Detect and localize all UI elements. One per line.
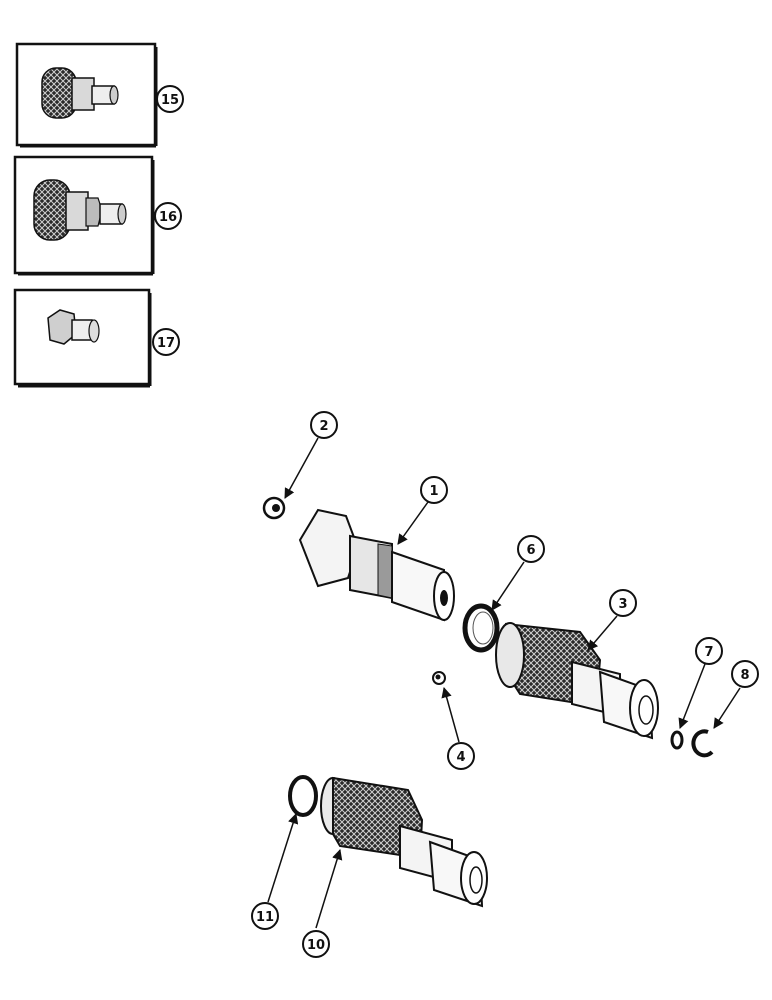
plug-nipple-part xyxy=(298,508,455,622)
ball-part xyxy=(432,671,446,685)
coupler-plug-image xyxy=(47,309,100,345)
coupler-body-part xyxy=(495,622,659,740)
callout-17: 17 xyxy=(152,328,180,356)
callout-1: 1 xyxy=(420,476,448,504)
callout-10: 10 xyxy=(302,930,330,958)
callout-8: 8 xyxy=(731,660,759,688)
o-ring-small-part xyxy=(670,730,684,750)
leader-lines xyxy=(267,437,741,929)
callout-2: 2 xyxy=(310,411,338,439)
inset-box-15 xyxy=(15,42,158,148)
leader-line-3 xyxy=(587,615,618,651)
callout-11-label: 11 xyxy=(256,910,274,925)
leader-line-11 xyxy=(267,812,299,903)
callout-3: 3 xyxy=(609,589,637,617)
callout-17-label: 17 xyxy=(157,336,175,351)
callout-1-label: 1 xyxy=(429,484,438,499)
callout-6: 6 xyxy=(517,535,545,563)
leader-line-8 xyxy=(713,687,741,729)
callout-7-label: 7 xyxy=(704,645,713,660)
callout-16: 16 xyxy=(154,202,182,230)
leader-line-6 xyxy=(491,561,525,611)
snap-ring-part xyxy=(691,729,714,758)
coupler-body-part xyxy=(320,776,488,908)
callout-16-label: 16 xyxy=(159,210,177,225)
leader-line-1 xyxy=(397,501,429,545)
callout-4-label: 4 xyxy=(456,750,465,765)
retaining-ring-part xyxy=(262,496,286,520)
callout-6-label: 6 xyxy=(526,543,535,558)
inset-box-16 xyxy=(13,155,155,276)
o-ring-part xyxy=(288,775,318,817)
coupler-plug-assembly-image xyxy=(33,179,127,241)
inset-box-17 xyxy=(13,288,152,388)
leader-line-2 xyxy=(284,437,319,499)
callout-15-label: 15 xyxy=(161,93,179,108)
o-ring-part xyxy=(462,603,500,653)
callout-2-label: 2 xyxy=(319,419,328,434)
callout-7: 7 xyxy=(695,637,723,665)
callout-11: 11 xyxy=(251,902,279,930)
callout-10-label: 10 xyxy=(307,938,325,953)
leader-line-4 xyxy=(441,686,460,743)
callout-15: 15 xyxy=(156,85,184,113)
callout-3-label: 3 xyxy=(618,597,627,612)
coupler-plug-assembly-image xyxy=(41,67,119,119)
callout-4: 4 xyxy=(447,742,475,770)
leader-line-10 xyxy=(315,848,343,929)
leader-line-7 xyxy=(678,663,706,729)
callout-8-label: 8 xyxy=(740,668,749,683)
